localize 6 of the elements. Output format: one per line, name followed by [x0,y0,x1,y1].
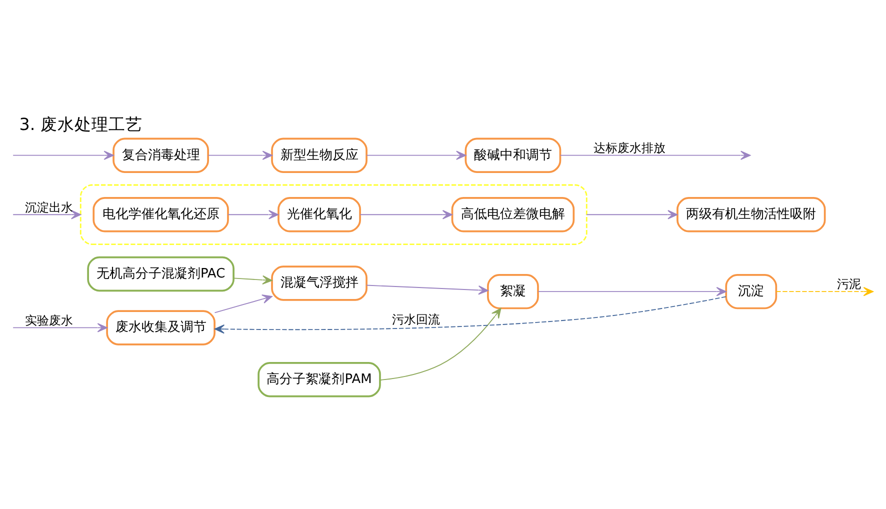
edge-label: 污水回流 [392,312,440,326]
edge-label: 污泥 [836,277,861,292]
edge-label: 达标废水排放 [594,141,666,155]
edge-label: 实验废水 [25,313,74,328]
diagram-title: 3. 废水处理工艺 [19,114,143,134]
edge-label: 沉淀出水 [25,200,74,214]
